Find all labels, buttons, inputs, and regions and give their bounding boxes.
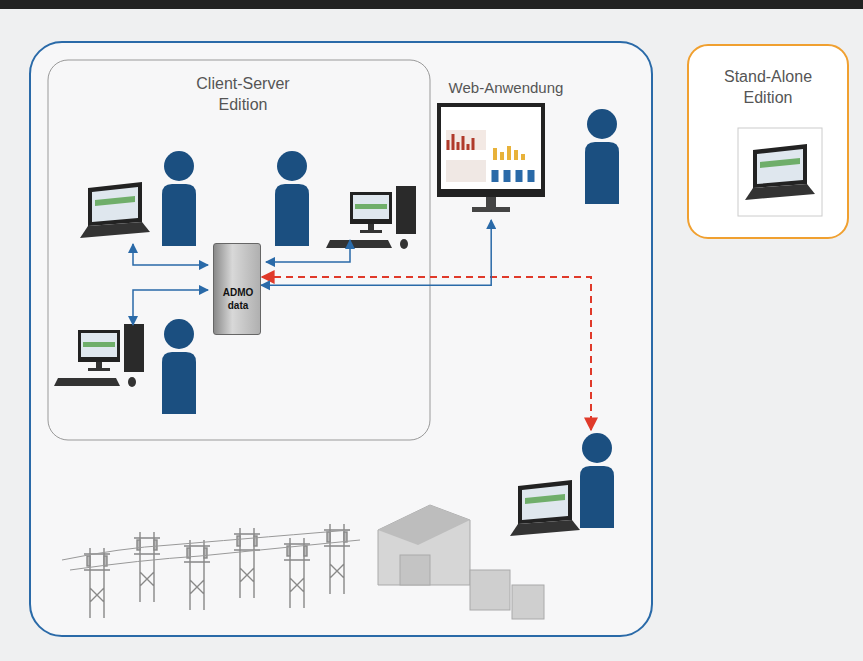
connector-arrow: [261, 220, 491, 285]
box-title: Stand-Alone Edition: [708, 67, 828, 109]
edition-box: Client-Server EditionADMO data: [48, 60, 430, 440]
server-label: ADMO data: [214, 286, 262, 312]
edition-box: Web-Anwendung: [432, 78, 580, 218]
box-title: Web-Anwendung: [432, 78, 580, 98]
box-title: Client-Server Edition: [178, 74, 308, 116]
server-box: ADMO data: [213, 243, 261, 335]
edition-box: Stand-Alone Edition: [688, 45, 848, 125]
